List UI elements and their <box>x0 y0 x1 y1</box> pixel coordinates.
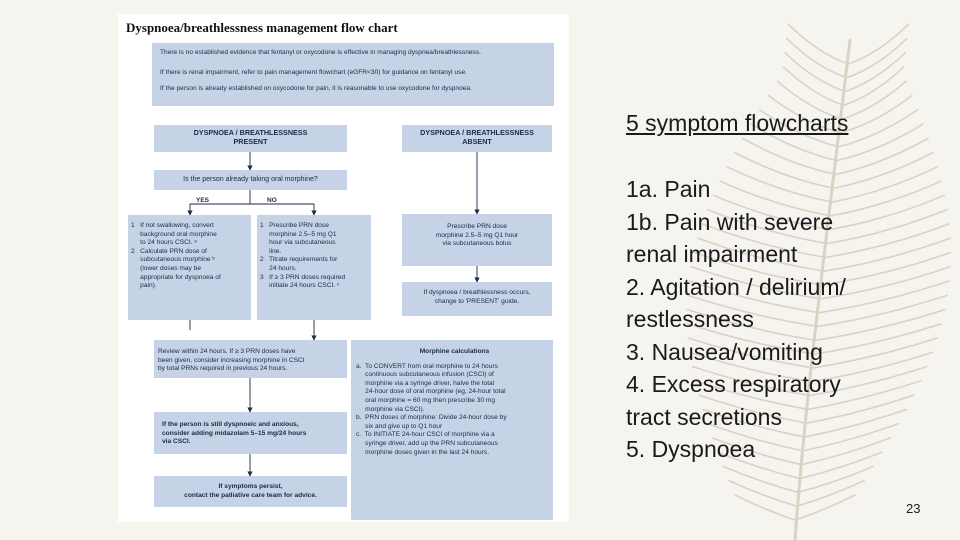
symptom-heading: 5 symptom flowcharts <box>626 110 849 136</box>
present-header: DYSPNOEA / BREATHLESSNESS PRESENT <box>154 125 347 152</box>
symptom-list-item: 2. Agitation / delirium/ <box>626 273 846 300</box>
midazolam-line: consider adding midazolam 5–15 mg/24 hou… <box>162 429 307 437</box>
calc-line: morphine via CSCI). <box>356 405 425 413</box>
absent-prescribe-box: Prescribe PRN dose morphine 2.5–5 mg Q1 … <box>402 214 552 266</box>
no-step-line: line. <box>260 247 282 255</box>
yes-step-line: 1 If not swallowing, convert <box>131 222 214 229</box>
midazolam-box: If the person is still dyspnoeic and anx… <box>154 412 347 454</box>
calc-line: c. To INITIATE 24-hour CSCI of morphine … <box>356 431 495 439</box>
persist-box: If symptoms persist, contact the palliat… <box>154 476 347 507</box>
symptom-list-item: restlessness <box>626 306 754 332</box>
symptom-list-item: 5. Dyspnoea <box>626 436 756 462</box>
no-step-line: morphine 2.5–5 mg Q1 <box>260 230 337 238</box>
calc-line: a. To CONVERT from oral morphine to 24 h… <box>356 362 498 370</box>
midazolam-line: via CSCI. <box>162 438 191 446</box>
absent-prescribe-line: morphine 2.5–5 mg Q1 hour <box>435 231 519 239</box>
symptom-list-item: 1a. Pain <box>626 176 711 202</box>
absent-change-line: If dyspnoea / breathlessness occurs, <box>423 289 531 296</box>
absent-header-line: ABSENT <box>462 136 492 146</box>
yes-step-line: subcutaneous morphine ᵇ <box>131 256 215 264</box>
absent-prescribe-line: Prescribe PRN dose <box>447 223 507 230</box>
yes-step-line: to 24 hours CSCI. ᵃ <box>131 239 197 247</box>
calc-line: 24-hour dose of oral morphine (eg, 24-ho… <box>356 388 506 396</box>
persist-line: If symptoms persist, <box>218 483 283 490</box>
absent-prescribe-line: via subcutaneous bolus <box>442 240 512 248</box>
no-step-line: initiate 24 hours CSCI. ᶜ <box>260 282 340 290</box>
yes-step-line: appropriate for dyspnoea of <box>131 273 221 281</box>
intro-line: There is no established evidence that fe… <box>160 49 481 56</box>
yes-step-line: background oral morphine <box>131 230 217 238</box>
flowchart-title: Dyspnoea/breathlessness management flow … <box>126 20 398 35</box>
calc-title: Morphine calculations <box>419 348 490 355</box>
review-line: Review within 24 hours. If ≥ 3 PRN doses… <box>158 348 296 355</box>
calc-line: oral morphine = 60 mg then prescribe 30 … <box>356 396 496 404</box>
calc-line: morphine via a syringe driver, halve the… <box>356 379 495 387</box>
intro-box: There is no established evidence that fe… <box>152 43 554 106</box>
page-number: 23 <box>906 501 921 516</box>
intro-line: If there is renal impairment, refer to p… <box>160 68 467 76</box>
question-box: Is the person already taking oral morphi… <box>154 170 347 190</box>
absent-change-line: change to 'PRESENT' guide. <box>434 297 520 305</box>
absent-header: DYSPNOEA / BREATHLESSNESS ABSENT <box>402 125 552 152</box>
no-step-line: 2 Titrate requirements for <box>260 256 338 264</box>
yes-step-line: (lower doses may be <box>131 264 201 272</box>
yes-steps-box: 1 If not swallowing, convert background … <box>128 215 251 320</box>
intro-line: If the person is already established on … <box>160 85 472 93</box>
yes-label: YES <box>196 197 210 204</box>
calc-line: syringe driver, add up the PRN subcutane… <box>356 439 498 447</box>
persist-line: contact the palliative care team for adv… <box>184 491 317 499</box>
symptom-list-item: 1b. Pain with severe <box>626 208 834 235</box>
midazolam-line: If the person is still dyspnoeic and anx… <box>162 421 299 428</box>
calc-line: continuous subcutaneous infusion (CSCI) … <box>356 371 494 379</box>
present-header-line: PRESENT <box>233 136 268 146</box>
symptom-list-item: tract secretions <box>626 403 782 430</box>
morphine-calculations-box: Morphine calculations a. To CONVERT from… <box>351 340 553 520</box>
calc-line: morphine doses given in the last 24 hour… <box>356 448 490 456</box>
yes-step-line: 2 Calculate PRN dose of <box>131 247 207 255</box>
symptom-list-item: 3. Nausea/vomiting <box>626 338 823 365</box>
flowchart-image: Dyspnoea/breathlessness management flow … <box>118 14 569 522</box>
absent-header-line: DYSPNOEA / BREATHLESSNESS <box>420 128 534 137</box>
question-text: Is the person already taking oral morphi… <box>183 176 318 183</box>
calc-line: b. PRN doses of morphine: Divide 24-hour… <box>356 414 507 422</box>
no-step-line: 3 If ≥ 3 PRN doses required <box>260 273 345 281</box>
review-box: Review within 24 hours. If ≥ 3 PRN doses… <box>154 340 347 378</box>
no-step-line: 1 Prescribe PRN dose <box>260 222 329 229</box>
no-steps-box: 1 Prescribe PRN dose morphine 2.5–5 mg Q… <box>257 215 371 320</box>
review-line: been given, consider increasing morphine… <box>158 356 305 364</box>
symptom-list-item: 4. Excess respiratory <box>626 371 841 397</box>
no-step-line: 24 hours. <box>260 264 297 272</box>
no-step-line: hour via subcutaneous <box>260 239 336 247</box>
no-label: NO <box>267 197 277 204</box>
symptom-list-item: renal impairment <box>626 241 798 267</box>
yes-step-line: pain). <box>131 282 157 290</box>
absent-change-box: If dyspnoea / breathlessness occurs, cha… <box>402 282 552 316</box>
calc-line: six and give up to Q1 hour <box>356 422 443 430</box>
review-line: by total PRNs required in previous 24 ho… <box>158 365 288 373</box>
present-header-line: DYSPNOEA / BREATHLESSNESS <box>193 128 308 137</box>
feather-leaf-decoration-icon <box>686 23 952 540</box>
